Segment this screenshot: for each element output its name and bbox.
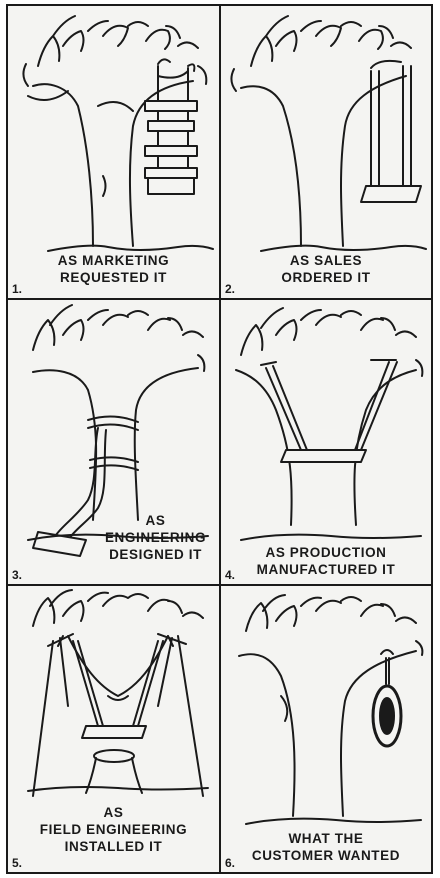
caption-line: INSTALLED IT bbox=[64, 839, 163, 854]
caption-6: WHAT THE CUSTOMER WANTED bbox=[221, 830, 431, 864]
tree-drawing bbox=[27, 304, 209, 557]
caption-line: AS MARKETING bbox=[57, 253, 170, 268]
caption-line: AS SALES bbox=[289, 253, 363, 268]
caption-1: AS MARKETING REQUESTED IT bbox=[8, 252, 219, 286]
panel-1: AS MARKETING REQUESTED IT 1. bbox=[8, 6, 219, 298]
panel-5: AS FIELD ENGINEERING INSTALLED IT 5. bbox=[8, 586, 219, 872]
caption-line: DESIGNED IT bbox=[109, 547, 202, 562]
comic-sheet: AS MARKETING REQUESTED IT 1. AS SALES OR… bbox=[6, 4, 433, 874]
caption-line: AS PRODUCTION bbox=[265, 545, 387, 560]
panel-number: 4. bbox=[225, 568, 236, 582]
tree-drawing bbox=[27, 589, 209, 797]
panel-number: 3. bbox=[12, 568, 23, 582]
caption-line: CUSTOMER WANTED bbox=[251, 848, 401, 863]
panel-2: AS SALES ORDERED IT 2. bbox=[221, 6, 431, 298]
tree-drawing bbox=[230, 15, 427, 252]
caption-4: AS PRODUCTION MANUFACTURED IT bbox=[221, 544, 431, 578]
horizontal-divider-1 bbox=[8, 298, 431, 300]
panel-3: AS ENGINEERING DESIGNED IT 3. bbox=[8, 300, 219, 584]
panel-number: 2. bbox=[225, 282, 236, 296]
caption-line: WHAT THE bbox=[288, 831, 364, 846]
caption-5: AS FIELD ENGINEERING INSTALLED IT bbox=[8, 804, 219, 855]
caption-line: AS bbox=[103, 805, 124, 820]
tree-drawing bbox=[235, 307, 424, 541]
caption-line: FIELD ENGINEERING bbox=[39, 822, 188, 837]
vertical-divider bbox=[219, 6, 221, 872]
horizontal-divider-2 bbox=[8, 584, 431, 586]
panel-number: 1. bbox=[12, 282, 23, 296]
caption-3: AS ENGINEERING DESIGNED IT bbox=[92, 512, 219, 563]
caption-line: AS bbox=[145, 513, 166, 528]
caption-line: ORDERED IT bbox=[281, 270, 371, 285]
caption-line: MANUFACTURED IT bbox=[256, 562, 396, 577]
caption-line: REQUESTED IT bbox=[60, 270, 167, 285]
caption-2: AS SALES ORDERED IT bbox=[221, 252, 431, 286]
panel-number: 5. bbox=[12, 856, 23, 870]
tree-drawing bbox=[238, 594, 424, 825]
panel-4: AS PRODUCTION MANUFACTURED IT 4. bbox=[221, 300, 431, 584]
caption-line: ENGINEERING bbox=[104, 530, 207, 545]
tree-drawing bbox=[22, 15, 214, 252]
panel-number: 6. bbox=[225, 856, 236, 870]
panel-6: WHAT THE CUSTOMER WANTED 6. bbox=[221, 586, 431, 872]
